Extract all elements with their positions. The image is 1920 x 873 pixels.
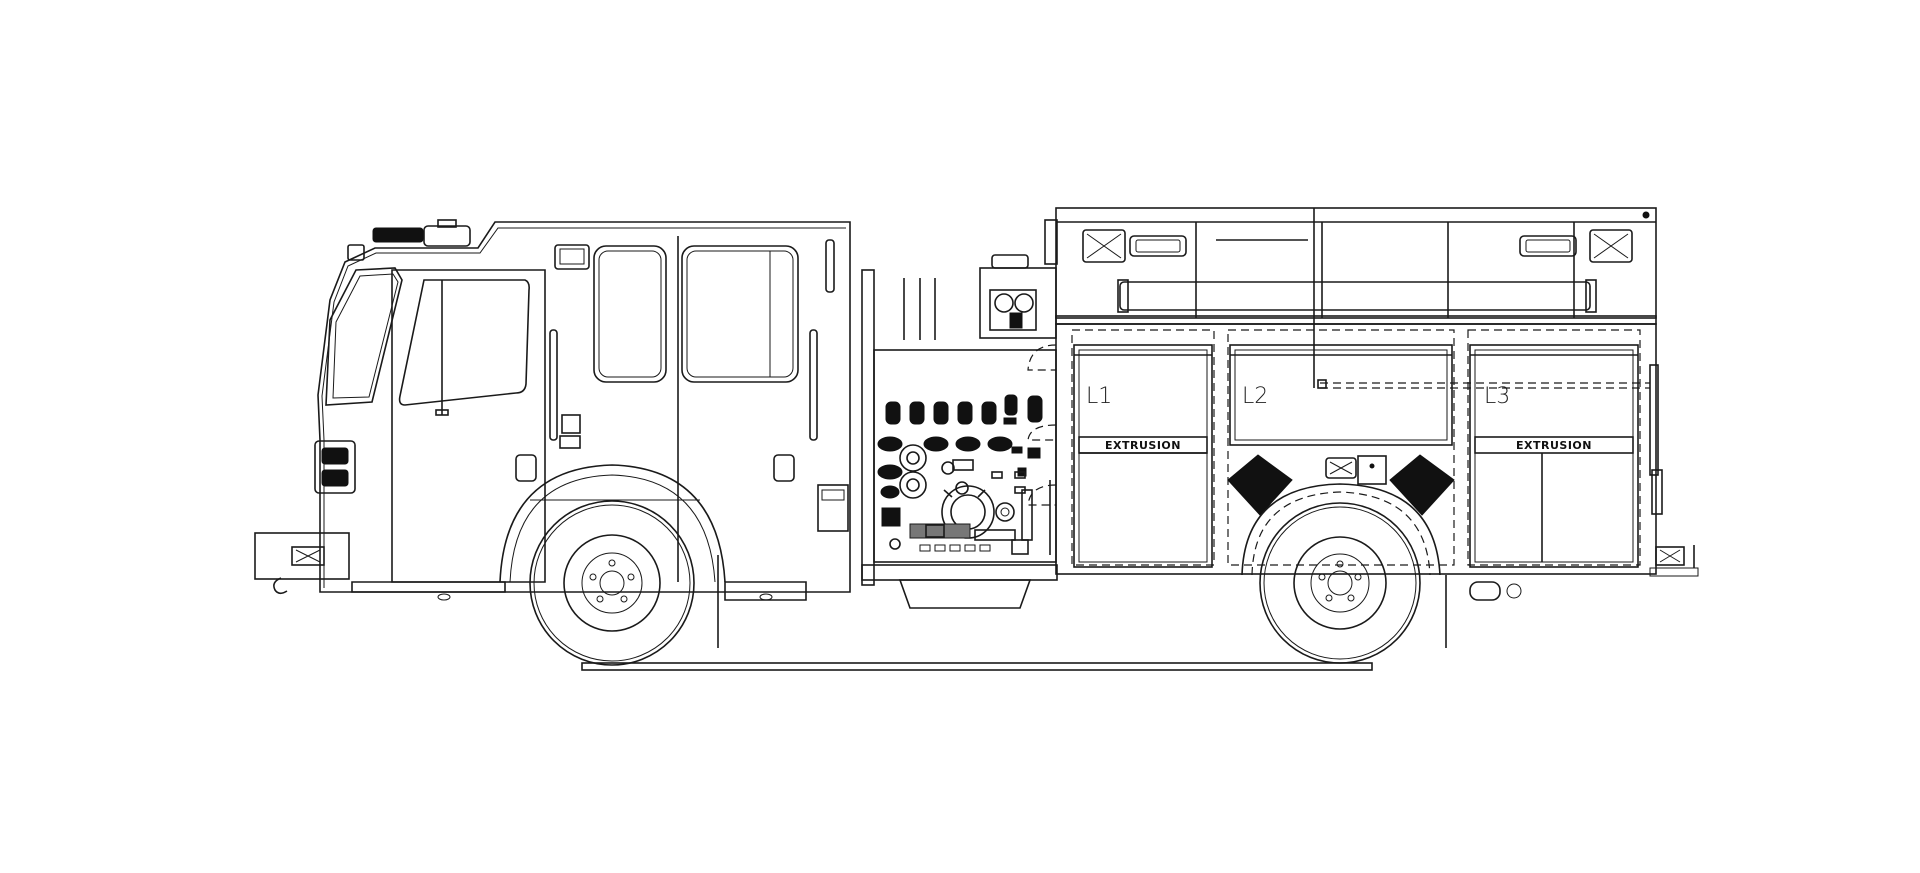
pump-panel bbox=[861, 254, 1058, 609]
windshield bbox=[325, 267, 403, 406]
chevron-reflector-right bbox=[1389, 454, 1455, 516]
compartment-l2: L2 bbox=[1227, 329, 1455, 566]
extrusion-label-left: EXTRUSION bbox=[1105, 439, 1181, 452]
extrusion-label-right: EXTRUSION bbox=[1516, 439, 1592, 452]
ground-line bbox=[581, 662, 1373, 671]
rear-crew-window bbox=[681, 245, 799, 383]
front-bumper bbox=[254, 532, 350, 595]
compartment-l1-label: L1 bbox=[1086, 384, 1112, 409]
apparatus-body: L1 EXTRUSION L2 L3 EXTRUSION bbox=[1044, 207, 1699, 577]
compartment-l1: L1 EXTRUSION bbox=[1071, 329, 1215, 568]
light-bar bbox=[372, 227, 424, 243]
pump-gauges bbox=[885, 394, 1043, 425]
compartment-l2-label: L2 bbox=[1242, 384, 1268, 409]
discharge-valves bbox=[877, 436, 1041, 499]
front-door bbox=[391, 269, 546, 583]
cab bbox=[314, 219, 851, 601]
compartment-l3: L3 EXTRUSION bbox=[1467, 329, 1641, 568]
chevron-reflector-left bbox=[1227, 454, 1293, 516]
front-wheel bbox=[499, 464, 726, 666]
front-door-window bbox=[398, 279, 530, 406]
rear-wheel bbox=[1241, 483, 1522, 664]
rear-door-window bbox=[593, 245, 667, 383]
